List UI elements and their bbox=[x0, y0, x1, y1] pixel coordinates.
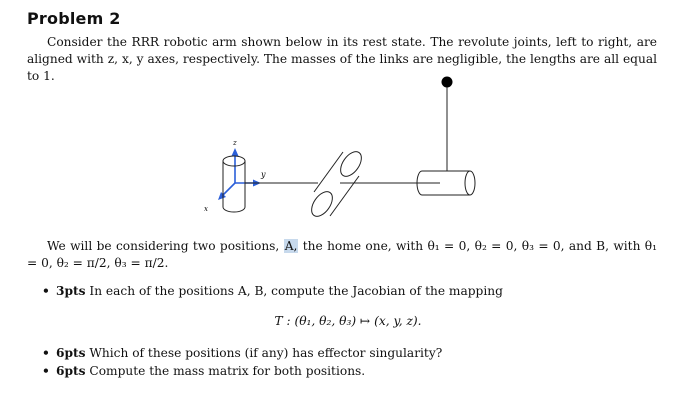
bullet-dot: • bbox=[42, 346, 50, 360]
positions-paragraph: We will be considering two positions, A,… bbox=[27, 238, 657, 272]
positions-text-2: the home one, with θ bbox=[302, 239, 435, 253]
positions-text-3: ₁ = 0, θ₂ = 0, θ₃ = 0, and B, with θ₁ = … bbox=[27, 239, 658, 270]
mapping-formula: T : (θ₁, θ₂, θ₃) ↦ (x, y, z). bbox=[274, 314, 422, 328]
intro-paragraph: Consider the RRR robotic arm shown below… bbox=[27, 34, 657, 85]
joint3-cylinder bbox=[416, 170, 476, 196]
joint1-cylinder bbox=[222, 155, 246, 213]
bullet-dot: • bbox=[42, 364, 50, 378]
bullet-points: 3pts bbox=[56, 284, 86, 298]
position-a-label: A, bbox=[283, 239, 299, 253]
bullet-text: In each of the positions A, B, compute t… bbox=[89, 284, 503, 298]
coordinate-frame: z y x bbox=[204, 139, 266, 213]
problem-heading: Problem 2 bbox=[27, 9, 121, 28]
end-effector bbox=[441, 76, 453, 88]
bullet-dot: • bbox=[42, 284, 50, 298]
joint2-cylinder bbox=[311, 151, 362, 217]
x-axis-label: x bbox=[204, 205, 208, 213]
bullet-points: 6pts bbox=[56, 364, 86, 378]
bullet-text: Which of these positions (if any) has ef… bbox=[89, 346, 443, 360]
bullet-item-2: • 6pts Which of these positions (if any) … bbox=[42, 345, 442, 362]
bullet-item-1: • 3pts In each of the positions A, B, com… bbox=[42, 283, 503, 300]
z-axis-label: z bbox=[232, 139, 237, 147]
positions-text-1: We will be considering two positions, bbox=[47, 239, 280, 253]
bullet-points: 6pts bbox=[56, 346, 86, 360]
intro-text: Consider the RRR robotic arm shown below… bbox=[27, 35, 657, 83]
bullet-item-3: • 6pts Compute the mass matrix for both p… bbox=[42, 363, 365, 380]
y-axis-label: y bbox=[260, 170, 266, 179]
bullet-text: Compute the mass matrix for both positio… bbox=[89, 364, 366, 378]
